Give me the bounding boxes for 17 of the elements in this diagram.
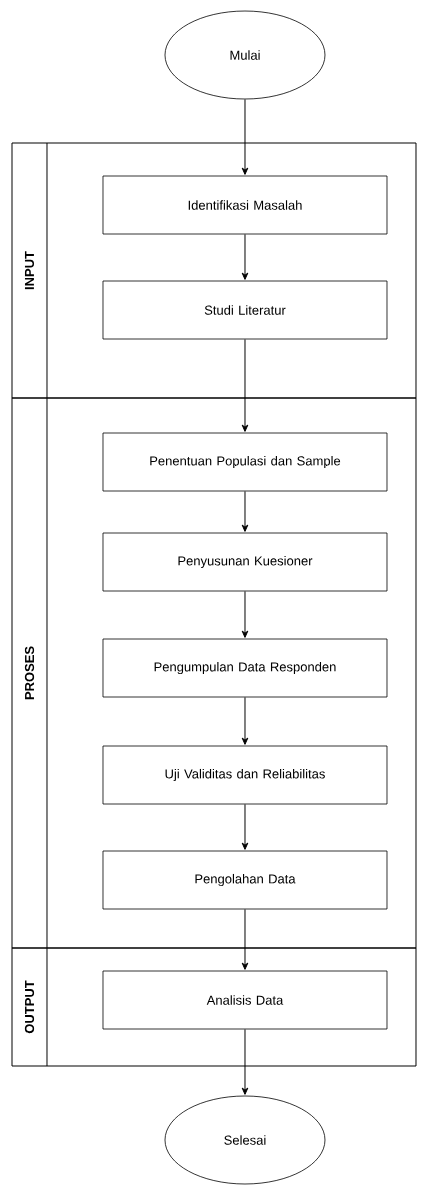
process-box: Penyusunan Kuesioner — [102, 532, 388, 592]
arrow — [241, 803, 249, 850]
arrow — [241, 233, 249, 280]
arrow — [241, 1028, 249, 1095]
arrow — [241, 338, 249, 432]
process-box: Uji Validitas dan Reliabilitas — [102, 745, 388, 805]
arrow — [241, 590, 249, 638]
arrow — [241, 908, 249, 970]
process-box: Pengolahan Data — [102, 850, 388, 910]
process-box: Studi Literatur — [102, 280, 388, 340]
arrow — [241, 490, 249, 532]
process-box: Identifikasi Masalah — [102, 175, 388, 235]
arrow — [241, 98, 249, 175]
arrow — [241, 696, 249, 745]
process-box: Pengumpulan Data Responden — [102, 638, 388, 698]
process-box: Penentuan Populasi dan Sample — [102, 432, 388, 492]
process-box: Analisis Data — [102, 970, 388, 1030]
